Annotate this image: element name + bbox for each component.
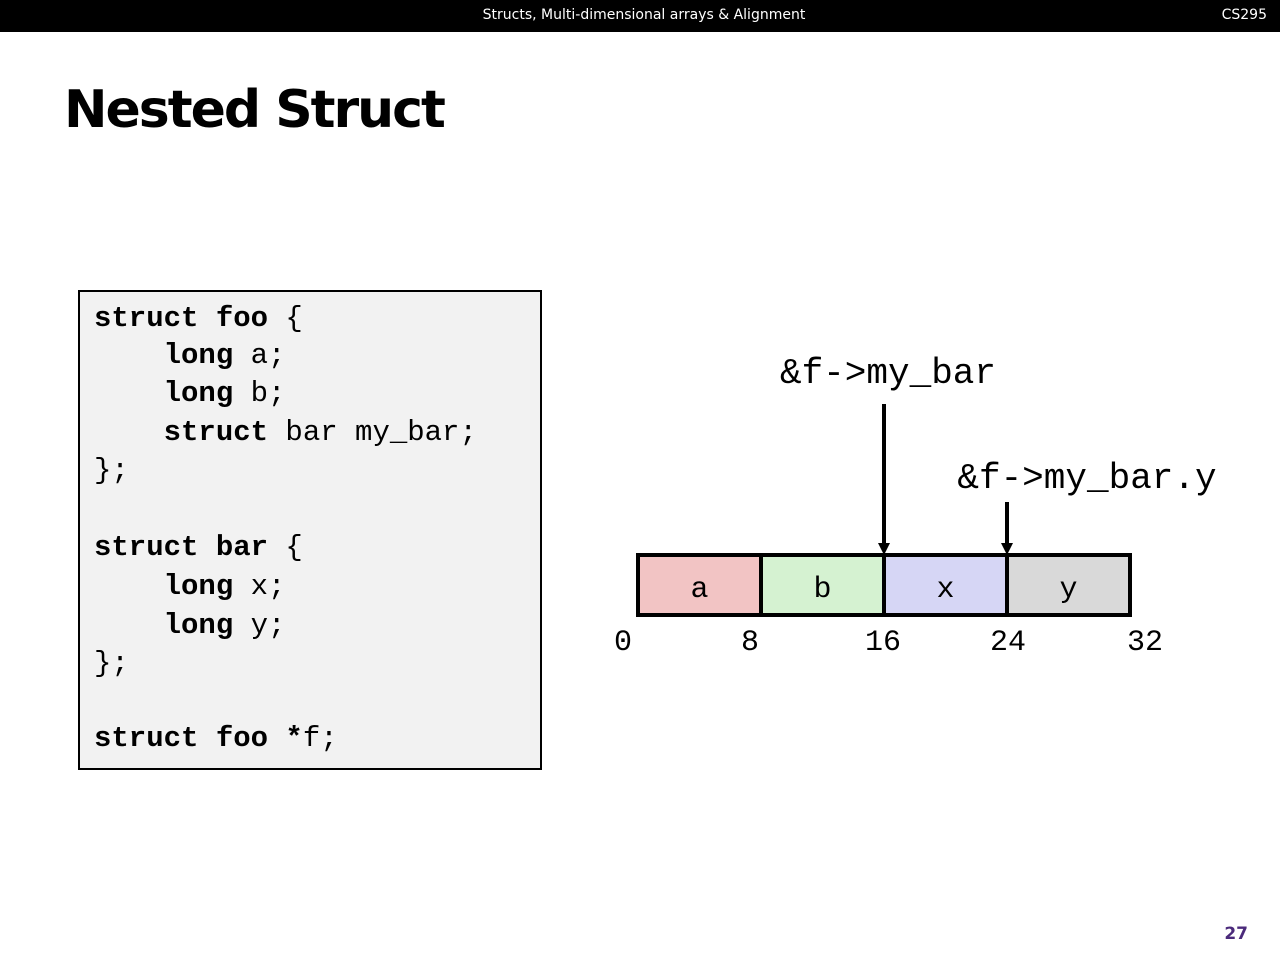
field-label-b: b bbox=[813, 573, 831, 607]
code-line: long a; bbox=[94, 339, 286, 372]
code-line: }; bbox=[94, 454, 129, 487]
offset-label: 8 bbox=[741, 626, 759, 660]
offset-label: 32 bbox=[1127, 626, 1163, 660]
field-label-x: x bbox=[936, 573, 954, 607]
offset-label: 0 bbox=[614, 626, 632, 660]
code-line: }; bbox=[94, 647, 129, 680]
course-code: CS295 bbox=[1221, 7, 1267, 23]
code-block: struct foo { long a; long b; struct bar … bbox=[78, 290, 542, 770]
field-label-a: a bbox=[690, 573, 708, 607]
field-label-y: y bbox=[1059, 573, 1077, 607]
offset-label: 24 bbox=[990, 626, 1026, 660]
field-cell-a bbox=[636, 553, 763, 617]
pointer-label: &f->my_bar bbox=[780, 353, 996, 394]
offset-label: 16 bbox=[865, 626, 901, 660]
code-line: long y; bbox=[94, 609, 286, 642]
header-bar: Structs, Multi-dimensional arrays & Alig… bbox=[0, 0, 1280, 32]
code-line: struct foo *f; bbox=[94, 722, 338, 755]
code-line: long x; bbox=[94, 570, 286, 603]
lecture-title: Structs, Multi-dimensional arrays & Alig… bbox=[482, 7, 806, 23]
slide-title: Nested Struct bbox=[64, 80, 446, 140]
code-line: struct foo { bbox=[94, 302, 303, 335]
code-line: struct bar my_bar; bbox=[94, 416, 477, 449]
field-cell-y bbox=[1005, 553, 1132, 617]
code-line: long b; bbox=[94, 377, 286, 410]
pointer-label: &f->my_bar.y bbox=[957, 458, 1216, 499]
pointer-arrowhead bbox=[878, 543, 890, 555]
code-line: struct bar { bbox=[94, 531, 303, 564]
page-number: 27 bbox=[1224, 924, 1248, 944]
pointer-arrowhead bbox=[1001, 543, 1013, 555]
field-cell-b bbox=[759, 553, 886, 617]
